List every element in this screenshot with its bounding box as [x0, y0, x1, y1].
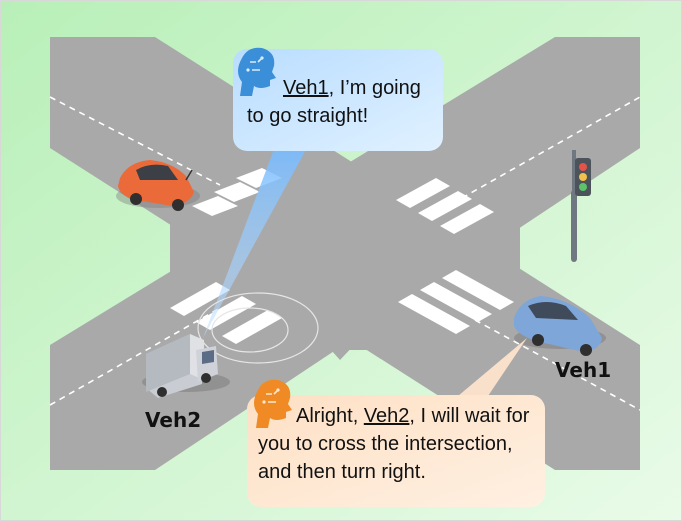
- speech-bubble-top: Veh1, I’m going to go straight!: [247, 74, 437, 130]
- addressee-veh1: Veh1: [283, 77, 329, 99]
- addressee-veh2: Veh2: [364, 405, 410, 427]
- label-veh1: Veh1: [555, 358, 611, 382]
- bubble-bottom-prefix: Alright,: [296, 405, 364, 427]
- label-veh2: Veh2: [145, 408, 201, 432]
- speech-bubble-bottom: Alright, Veh2, I will wait for you to cr…: [258, 402, 540, 486]
- bubble-top-message: , I’m going to go straight!: [247, 77, 421, 127]
